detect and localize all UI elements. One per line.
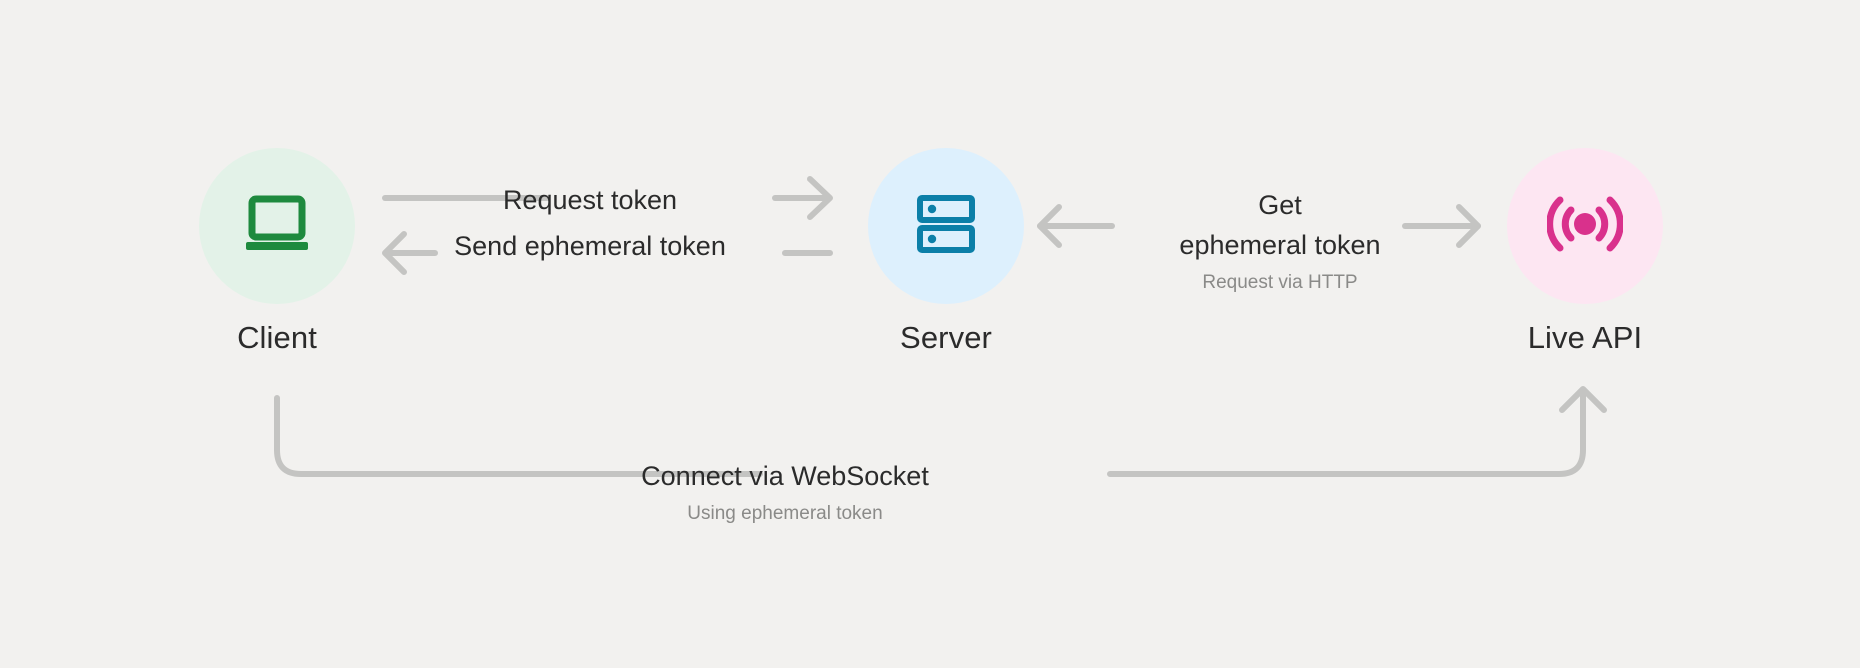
edge-label-get-ephemeral-token: Get ephemeral token Request via HTTP [1030,185,1530,294]
node-live-api[interactable] [1507,148,1663,304]
edge-sublabel-request-via-http: Request via HTTP [1202,272,1358,293]
edge-label-get-token-line2: ephemeral token [1179,230,1381,260]
broadcast-signal-icon [1546,193,1624,260]
node-server[interactable] [868,148,1024,304]
edge-label-get-token-line1: Get [1258,190,1302,220]
node-client[interactable] [199,148,355,304]
edge-request-token-arrow [382,176,833,220]
node-label-server: Server [900,320,992,355]
laptop-icon [242,194,312,259]
node-label-client: Client [237,320,317,355]
edge-send-ephemeral-token-arrow [382,231,833,275]
edge-label-send-ephemeral-token-text: Send ephemeral token [454,231,726,261]
edge-label-connect-websocket-text: Connect via WebSocket [641,461,929,491]
edge-sublabel-using-ephemeral-token: Using ephemeral token [687,503,883,524]
server-rack-icon [915,193,977,260]
edge-get-token-right-arrow [1402,204,1481,248]
edge-label-send-ephemeral-token: Send ephemeral token [370,227,810,266]
edge-label-connect-via-websocket: Connect via WebSocket Using ephemeral to… [580,457,990,525]
edge-connect-websocket-path [274,386,1607,477]
edge-get-token-left-arrow [1037,204,1115,248]
node-label-live-api: Live API [1527,320,1643,355]
edge-label-request-token-text: Request token [502,185,678,215]
edge-label-request-token: Request token [430,181,750,220]
